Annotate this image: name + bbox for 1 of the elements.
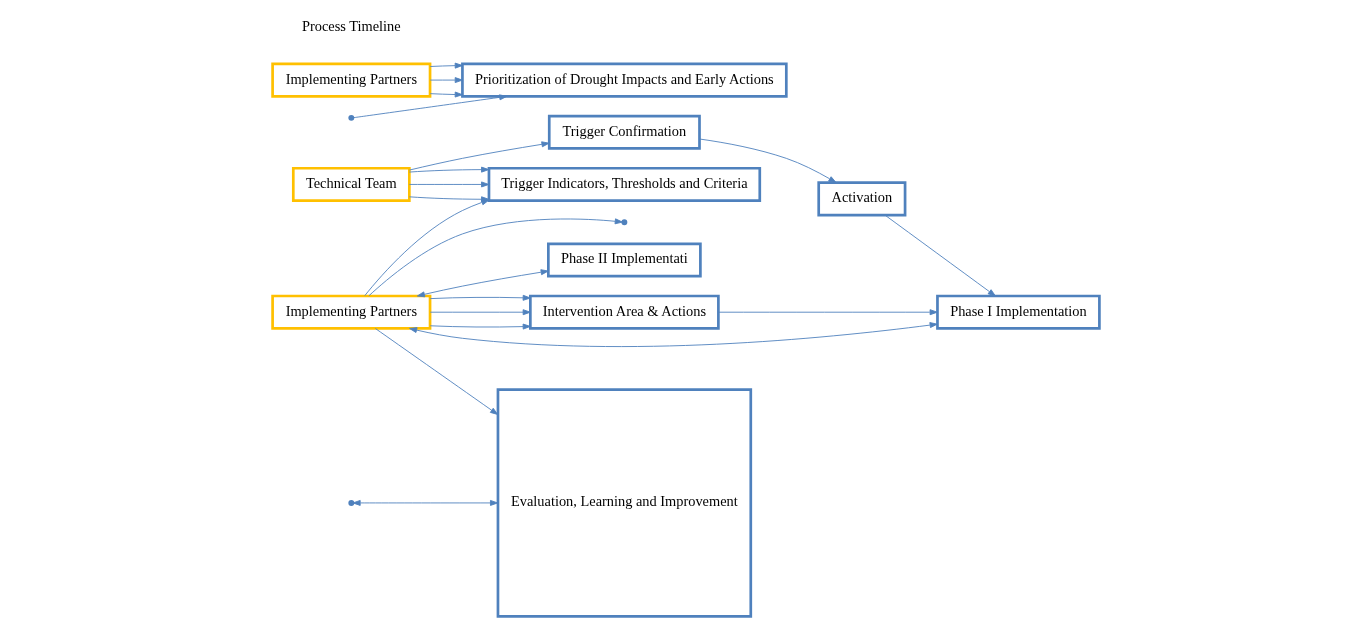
label: Process Timeline bbox=[301, 18, 401, 35]
